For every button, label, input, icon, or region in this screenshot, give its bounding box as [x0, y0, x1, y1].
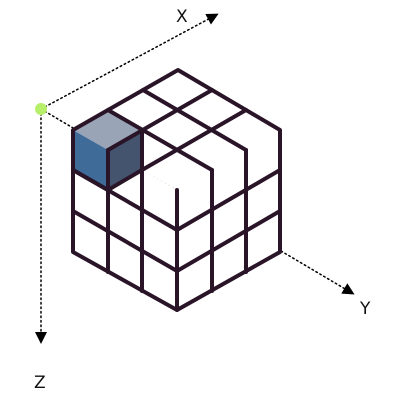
cube-outline [71, 68, 282, 312]
left-grid-line [71, 209, 179, 273]
highlight-edge [106, 168, 144, 192]
z-axis-label: Z [34, 373, 46, 393]
right-grid-line [175, 168, 282, 232]
x-axis-line [40, 13, 219, 110]
top-grid-line [106, 88, 214, 152]
top-grid-line [140, 108, 248, 172]
highlight-edge [71, 168, 110, 192]
origin-dot [35, 103, 47, 115]
top-grid-line [141, 88, 248, 152]
cube-grid-lines [71, 68, 282, 312]
top-grid-line [106, 108, 214, 172]
x-axis-label: X [176, 7, 188, 27]
right-grid-line [175, 209, 282, 273]
y-axis-label: Y [359, 299, 371, 319]
